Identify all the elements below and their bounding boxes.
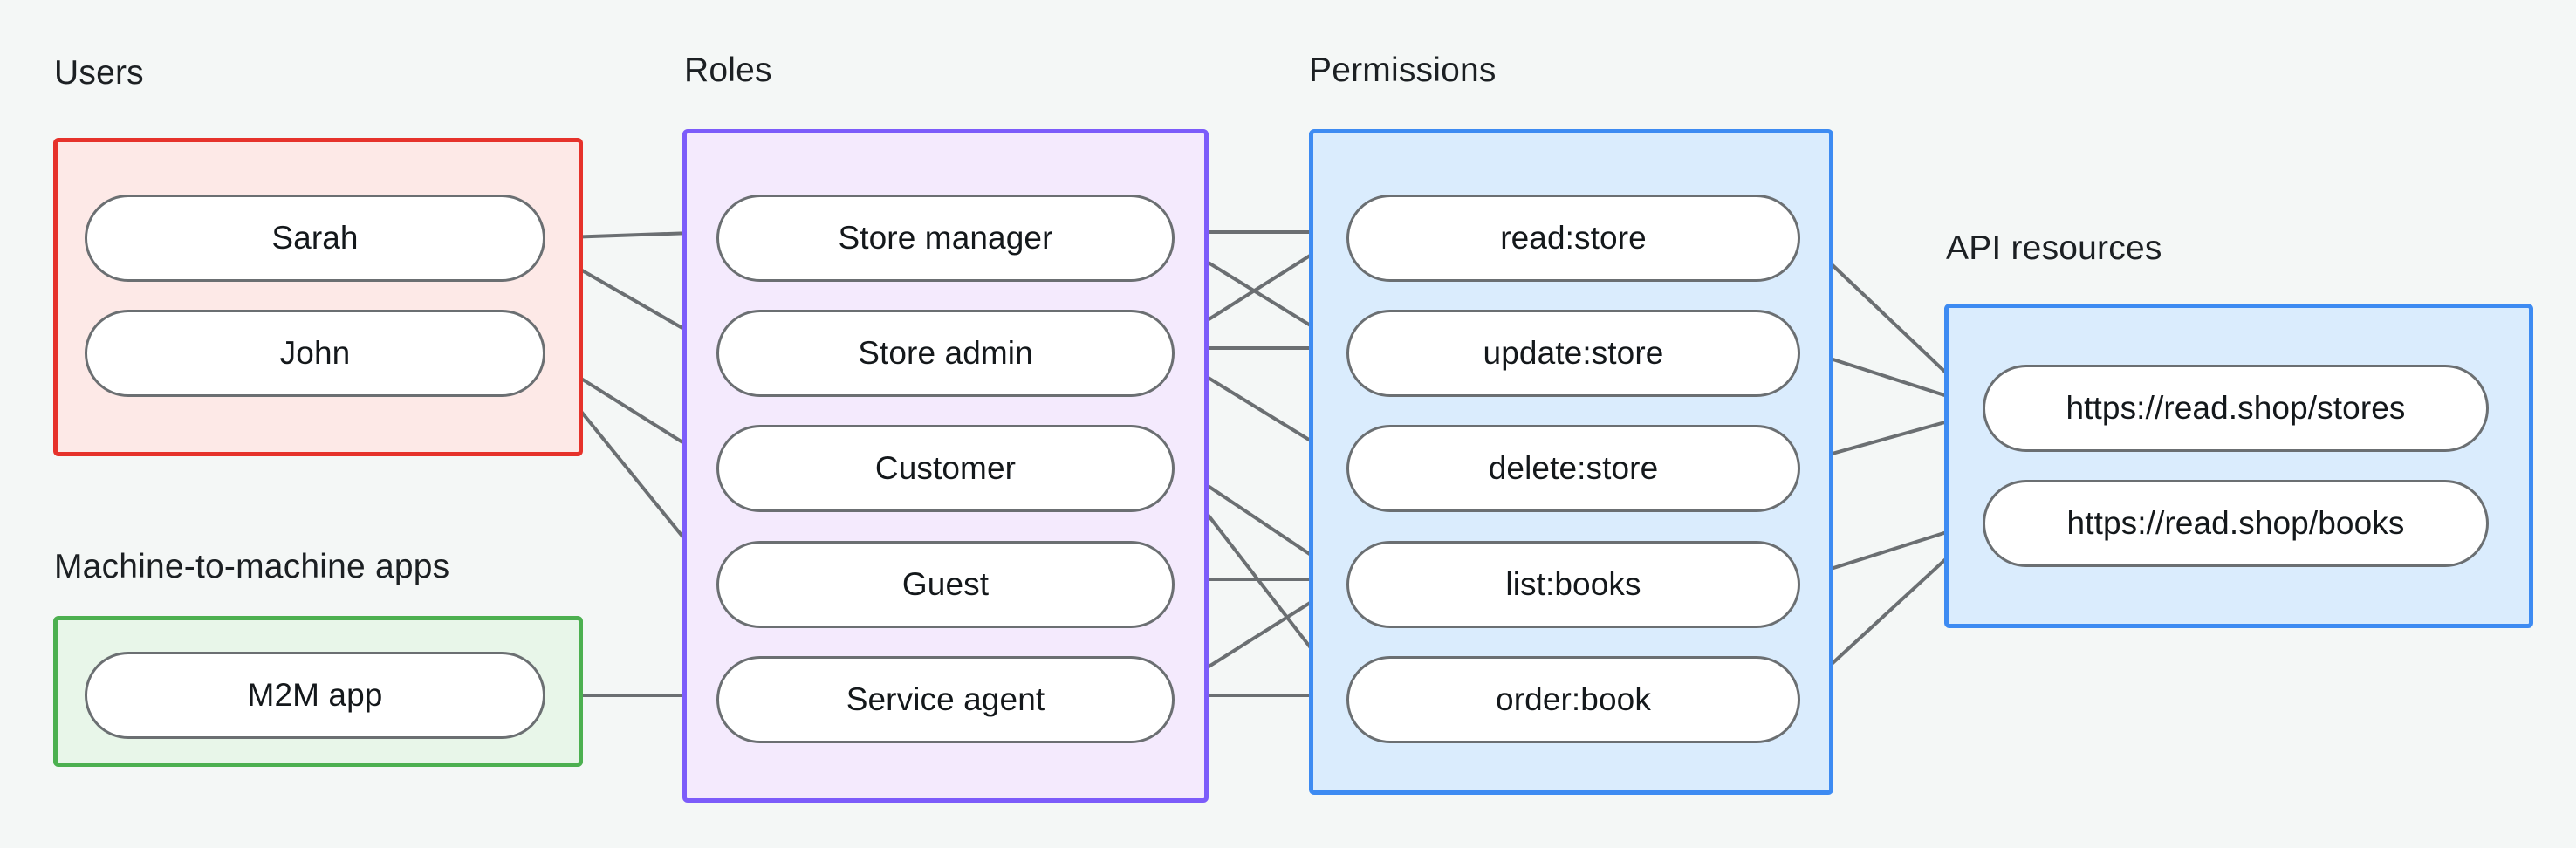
group-title-roles: Roles bbox=[684, 51, 772, 89]
node-m2m-app[interactable]: M2M app bbox=[85, 652, 545, 739]
group-title-api-resources: API resources bbox=[1946, 229, 2162, 267]
node-order-book[interactable]: order:book bbox=[1346, 656, 1800, 743]
node-delete-store[interactable]: delete:store bbox=[1346, 425, 1800, 512]
node-res-books[interactable]: https://read.shop/books bbox=[1983, 480, 2489, 567]
group-title-users: Users bbox=[54, 54, 144, 92]
node-list-books[interactable]: list:books bbox=[1346, 541, 1800, 628]
node-update-store[interactable]: update:store bbox=[1346, 310, 1800, 397]
node-guest[interactable]: Guest bbox=[716, 541, 1175, 628]
group-box-users bbox=[53, 138, 583, 456]
node-read-store[interactable]: read:store bbox=[1346, 195, 1800, 282]
node-res-stores[interactable]: https://read.shop/stores bbox=[1983, 365, 2489, 452]
node-store-manager[interactable]: Store manager bbox=[716, 195, 1175, 282]
group-title-permissions: Permissions bbox=[1309, 51, 1497, 89]
node-store-admin[interactable]: Store admin bbox=[716, 310, 1175, 397]
node-service-agent[interactable]: Service agent bbox=[716, 656, 1175, 743]
group-box-api-resources bbox=[1944, 304, 2533, 628]
node-customer[interactable]: Customer bbox=[716, 425, 1175, 512]
group-title-m2m: Machine-to-machine apps bbox=[54, 548, 450, 585]
node-john[interactable]: John bbox=[85, 310, 545, 397]
node-sarah[interactable]: Sarah bbox=[85, 195, 545, 282]
